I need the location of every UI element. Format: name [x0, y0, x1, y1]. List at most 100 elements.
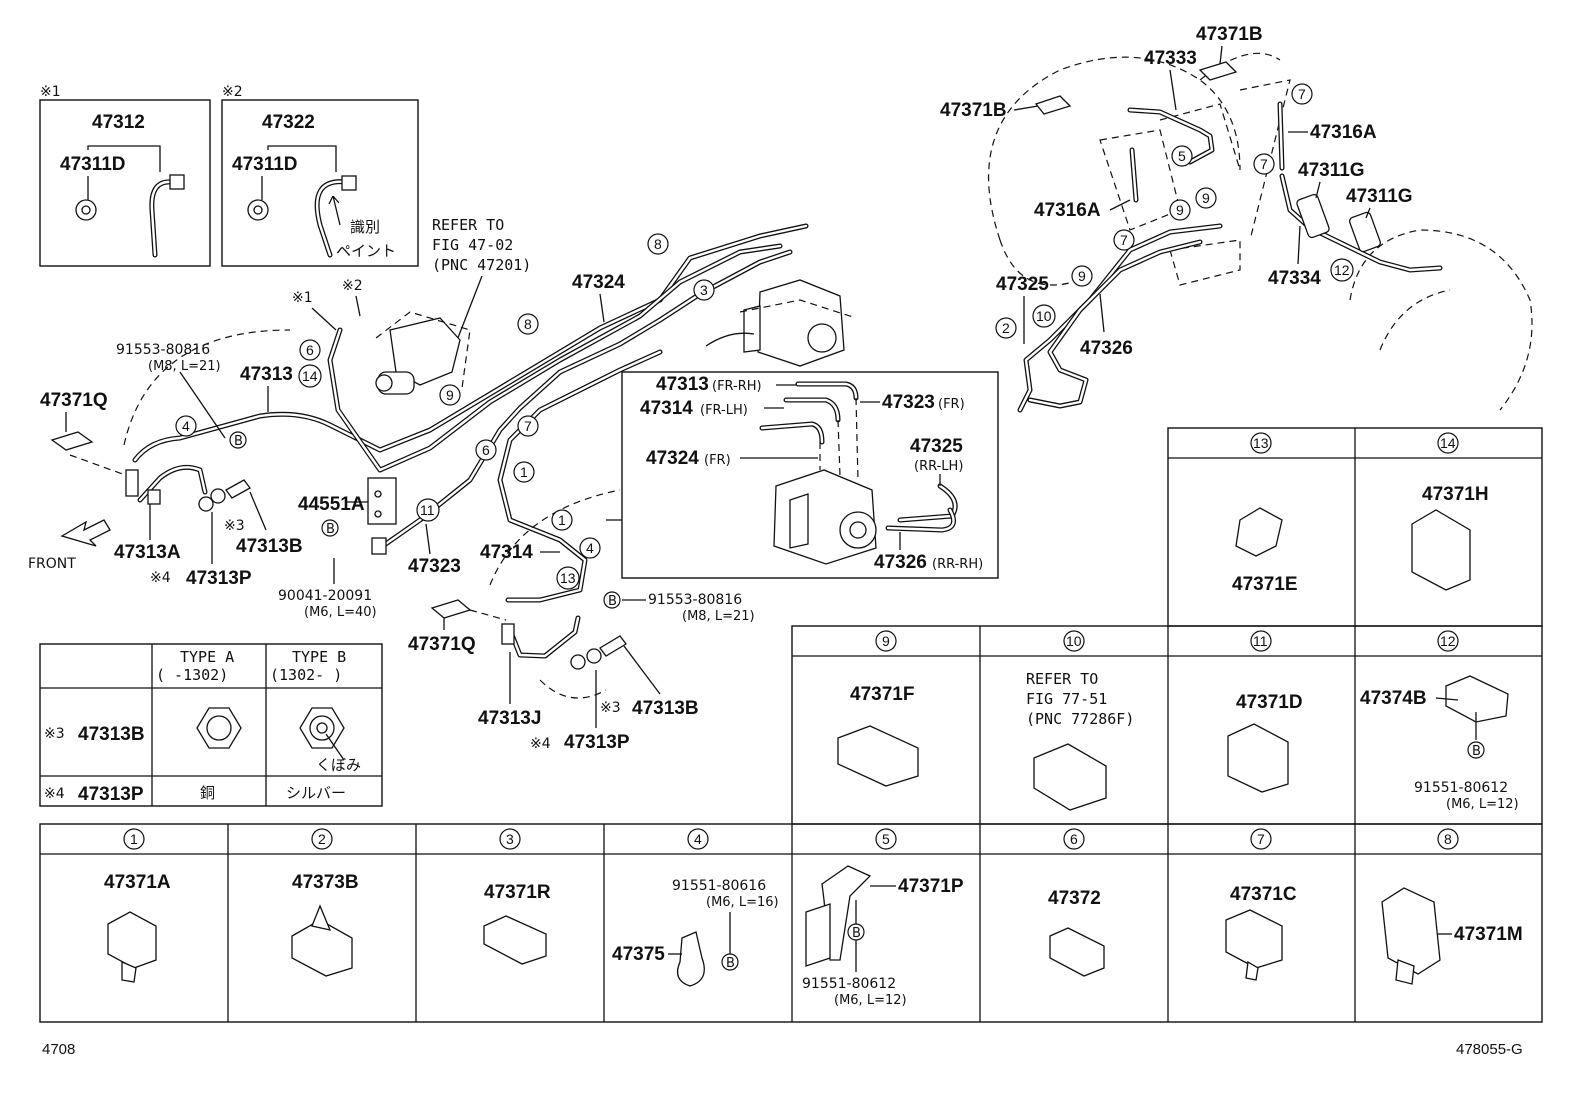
type-a-header: TYPE A [180, 648, 234, 666]
label-47316A-a[interactable]: 47316A [1034, 200, 1101, 221]
clip-12-bolt[interactable]: 91551-80612 [1414, 780, 1508, 796]
label-47313J[interactable]: 47313J [478, 708, 541, 729]
label-47371Q-b[interactable]: 47371Q [408, 634, 476, 655]
svg-text:10: 10 [1036, 308, 1052, 324]
svg-text:11: 11 [420, 502, 435, 518]
label-47334[interactable]: 47334 [1268, 268, 1321, 289]
label-47313B-a[interactable]: 47313B [236, 536, 303, 557]
clip-47371E-label[interactable]: 47371E [1232, 574, 1298, 595]
inset-box-2 [221, 99, 419, 267]
svg-text:8: 8 [1444, 831, 1452, 847]
clip-47371M-label[interactable]: 47371M [1454, 924, 1523, 945]
clip-47371C-label[interactable]: 47371C [1230, 884, 1297, 905]
refer1-line2[interactable]: FIG 47-02 [432, 236, 513, 254]
label-47311D-b[interactable]: 47311D [232, 154, 298, 175]
clip-4-bolt[interactable]: 91551-80616 [672, 878, 766, 894]
bolt-icon [599, 635, 627, 657]
washer-icon [210, 488, 226, 504]
label-47311G-b[interactable]: 47311G [1346, 186, 1413, 207]
label-90041[interactable]: 90041-20091 [278, 588, 372, 604]
inset-label-47314[interactable]: 47314 [640, 398, 693, 419]
dashed-mc-outline [375, 311, 471, 389]
inset-label-47324[interactable]: 47324 [646, 448, 699, 469]
label-47313P-b[interactable]: 47313P [564, 732, 630, 753]
type-b-header: TYPE B [292, 648, 346, 666]
rear-section: 47371B 47371B 47333 47316A 47316A 47311G… [940, 24, 1533, 413]
svg-text:B: B [234, 434, 243, 449]
clip-47371F-label[interactable]: 47371F [850, 684, 914, 705]
bolt-icon [225, 479, 251, 499]
label-47371Q-a[interactable]: 47371Q [40, 390, 108, 411]
label-47313P-a[interactable]: 47313P [186, 568, 252, 589]
svg-text:9: 9 [1176, 202, 1184, 218]
clip-47374B-label[interactable]: 47374B [1360, 688, 1427, 709]
label-47311G-a[interactable]: 47311G [1298, 160, 1365, 181]
label-47326[interactable]: 47326 [1080, 338, 1133, 359]
fitting-icon [371, 537, 387, 555]
label-paint-id: 識別 [350, 218, 380, 236]
label-47313[interactable]: 47313 [240, 364, 293, 385]
fitting-icon [501, 623, 515, 645]
svg-text:4: 4 [586, 540, 594, 556]
inset-label-47313[interactable]: 47313 [656, 374, 709, 395]
label-47314[interactable]: 47314 [480, 542, 533, 563]
fitting-icon [125, 469, 139, 497]
inset-label-47323[interactable]: 47323 [882, 392, 935, 413]
clip-47373B-label[interactable]: 47373B [292, 872, 359, 893]
clip-47371A-label[interactable]: 47371A [104, 872, 171, 893]
clip-47375-label[interactable]: 47375 [612, 944, 665, 965]
label-47324[interactable]: 47324 [572, 272, 625, 293]
svg-text:13: 13 [1253, 435, 1269, 451]
refer-master-cylinder: REFER TO FIG 47-02 (PNC 47201) [432, 216, 531, 349]
svg-text:6: 6 [306, 342, 314, 358]
cell-1-header: 1 [123, 828, 145, 850]
clip-47371P-label[interactable]: 47371P [898, 876, 964, 897]
svg-text:8: 8 [654, 236, 662, 252]
inset-label-47326[interactable]: 47326 [874, 552, 927, 573]
clip-47371D-label[interactable]: 47371D [1236, 692, 1303, 713]
svg-text:12: 12 [1334, 262, 1350, 278]
cell-11-header: 11 [1250, 630, 1272, 652]
svg-text:6: 6 [482, 442, 490, 458]
label-91553-b[interactable]: 91553-80816 [648, 592, 742, 608]
label-47333[interactable]: 47333 [1144, 48, 1197, 69]
label-47316A-b[interactable]: 47316A [1310, 122, 1377, 143]
label-47325[interactable]: 47325 [996, 274, 1049, 295]
junction-44551A [367, 477, 397, 525]
label-47322[interactable]: 47322 [262, 112, 315, 133]
svg-text:11: 11 [1253, 633, 1268, 649]
mark1-label: ※1 [40, 84, 61, 100]
svg-text:5: 5 [1178, 148, 1186, 164]
copper-label: 銅 [200, 784, 215, 802]
svg-text:8: 8 [524, 316, 532, 332]
refer2-line2[interactable]: FIG 77-51 [1026, 690, 1107, 708]
junction-block[interactable] [367, 477, 397, 525]
inset-label-47325[interactable]: 47325 [910, 436, 963, 457]
clip-47372-label[interactable]: 47372 [1048, 888, 1101, 909]
label-47323[interactable]: 47323 [408, 556, 461, 577]
label-44551A[interactable]: 44551A [298, 494, 365, 515]
row4-part[interactable]: 47313P [78, 784, 144, 805]
label-47312[interactable]: 47312 [92, 112, 145, 133]
washer-icon [570, 654, 586, 670]
label-47313B-b[interactable]: 47313B [632, 698, 699, 719]
clip-5-bolt[interactable]: 91551-80612 [802, 976, 896, 992]
label-47313A[interactable]: 47313A [114, 542, 181, 563]
clip-47372-icon [1049, 927, 1105, 977]
label-47371B-b[interactable]: 47371B [940, 100, 1007, 121]
label-47371B-a[interactable]: 47371B [1196, 24, 1263, 45]
label-47311D-a[interactable]: 47311D [60, 154, 126, 175]
washer-icon [198, 496, 214, 512]
nut-icon [169, 174, 185, 190]
footer-left: 4708 [42, 1041, 75, 1058]
svg-text:7: 7 [1120, 232, 1128, 248]
leader-47312 [87, 145, 161, 172]
clip-47371R-icon [483, 915, 547, 965]
inset-label-47323-sfx: (FR) [938, 397, 965, 412]
clip-47371H-label[interactable]: 47371H [1422, 484, 1489, 505]
label-91553-a[interactable]: 91553-80816 [116, 342, 210, 358]
clip-47374B-icon [1445, 675, 1509, 723]
clip-47371R-label[interactable]: 47371R [484, 882, 551, 903]
row3-part[interactable]: 47313B [78, 724, 145, 745]
